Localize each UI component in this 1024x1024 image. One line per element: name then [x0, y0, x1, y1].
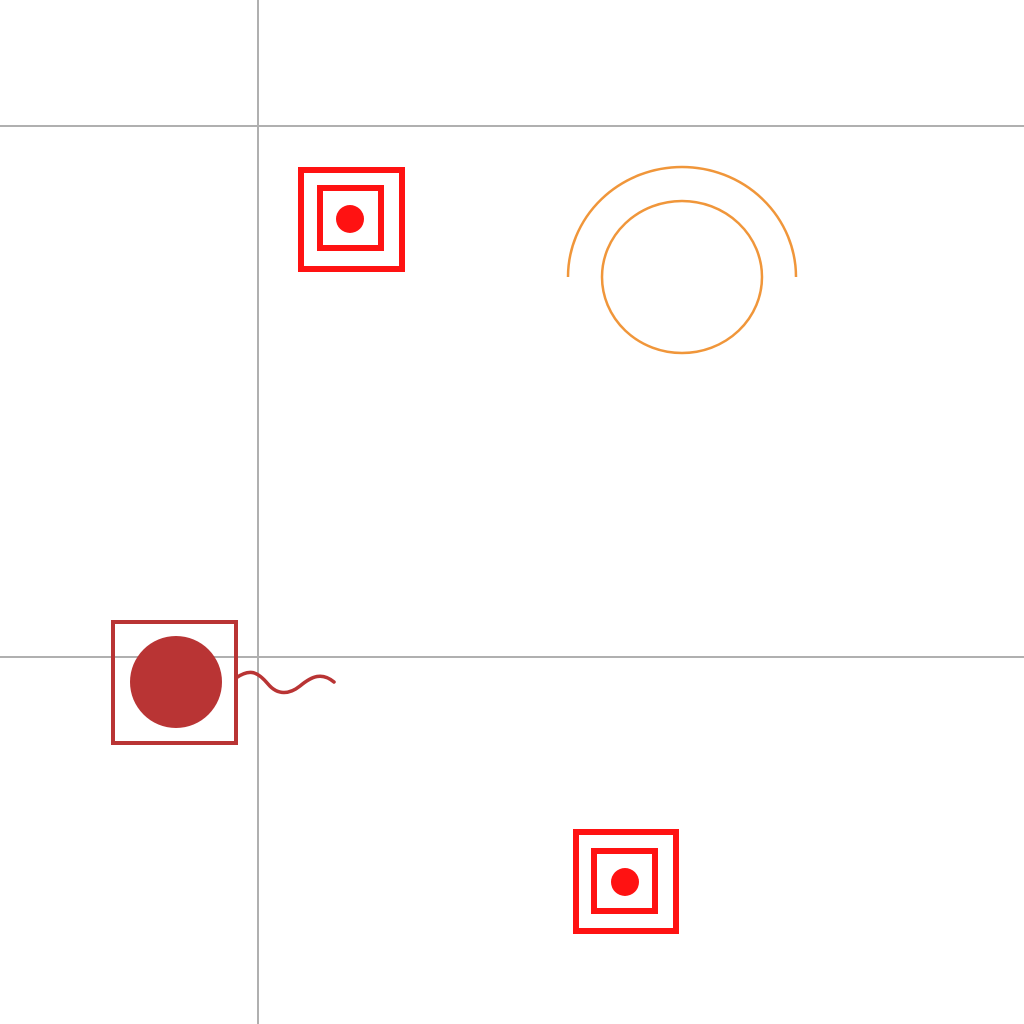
target-outer-square: [573, 829, 679, 934]
target-symbol-top: [298, 167, 405, 272]
inner-circle: [600, 199, 764, 355]
target-symbol-bottom: [573, 829, 679, 934]
outer-arc: [566, 165, 798, 278]
target-center-dot: [336, 205, 364, 233]
arc-circle-symbol: [566, 165, 798, 355]
target-center-dot: [611, 868, 639, 896]
block-symbol: [111, 620, 336, 745]
block-filled-circle: [130, 636, 222, 728]
target-inner-square: [317, 185, 384, 251]
target-inner-square: [591, 848, 658, 914]
target-outer-square: [298, 167, 405, 272]
wavy-tail: [234, 670, 336, 695]
block-square: [111, 620, 238, 745]
